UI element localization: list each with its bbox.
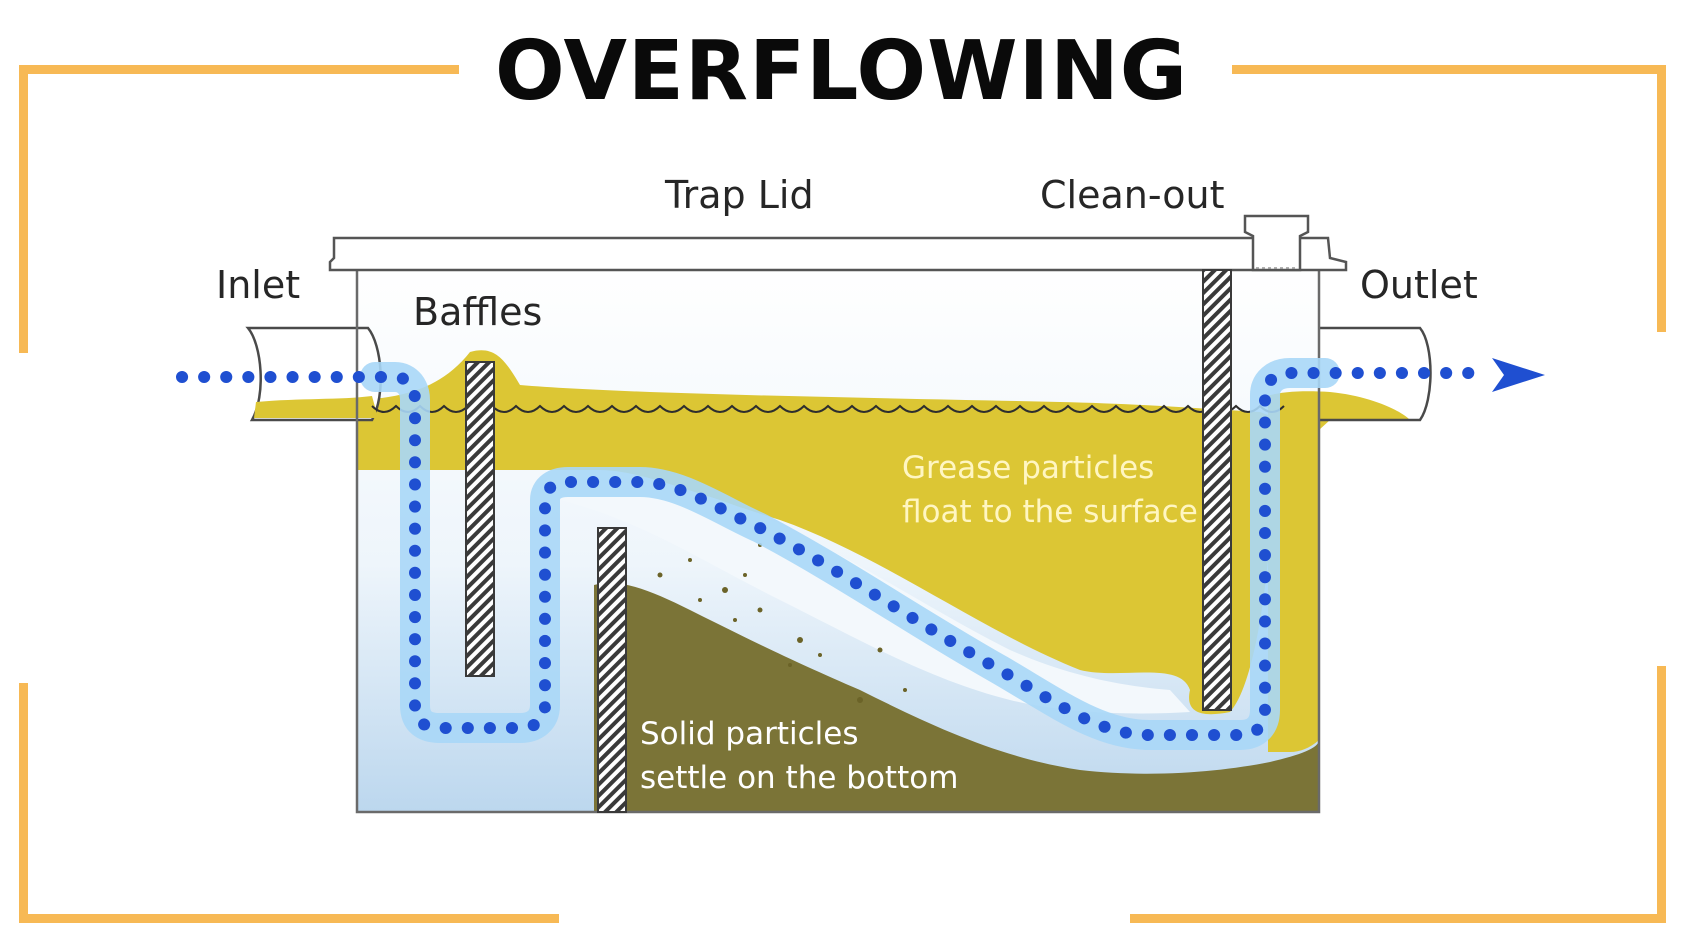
sediment-specks: [657, 543, 907, 703]
flow-path-dots: [176, 367, 1486, 741]
water-surface-line: [371, 404, 1285, 413]
frame-right-upper: [1657, 65, 1666, 332]
label-trap-lid: Trap Lid: [664, 173, 814, 217]
frame-bottom-left: [19, 914, 559, 923]
baffle-middle: [597, 527, 627, 813]
clean-out-cap: [1243, 214, 1310, 272]
label-clean-out: Clean-out: [1040, 173, 1225, 217]
label-solid-line1: Solid particles: [640, 716, 858, 752]
label-grease-line2: float to the surface: [902, 494, 1198, 530]
outlet-grease: [1262, 391, 1410, 752]
frame-left-lower: [19, 683, 28, 923]
grease-layer: [357, 350, 1268, 715]
baffle-outlet: [1202, 269, 1232, 711]
label-solid-line2: settle on the bottom: [640, 760, 958, 796]
label-outlet: Outlet: [1360, 263, 1478, 307]
frame-left-upper: [19, 65, 28, 353]
flow-arrow-head: [1492, 358, 1545, 392]
frame-top-right: [1232, 65, 1666, 74]
inlet-grease: [254, 396, 378, 418]
page-title: OVERFLOWING: [494, 24, 1189, 119]
frame-top-left: [19, 65, 459, 74]
baffle-inlet: [465, 361, 495, 677]
label-inlet: Inlet: [216, 263, 300, 307]
trap-lid: [328, 236, 1348, 272]
frame-bottom-right: [1130, 914, 1666, 923]
label-baffles: Baffles: [413, 290, 542, 334]
sludge-layer: [594, 582, 1319, 812]
frame-right-lower: [1657, 666, 1666, 923]
label-grease-line1: Grease particles: [902, 450, 1154, 486]
